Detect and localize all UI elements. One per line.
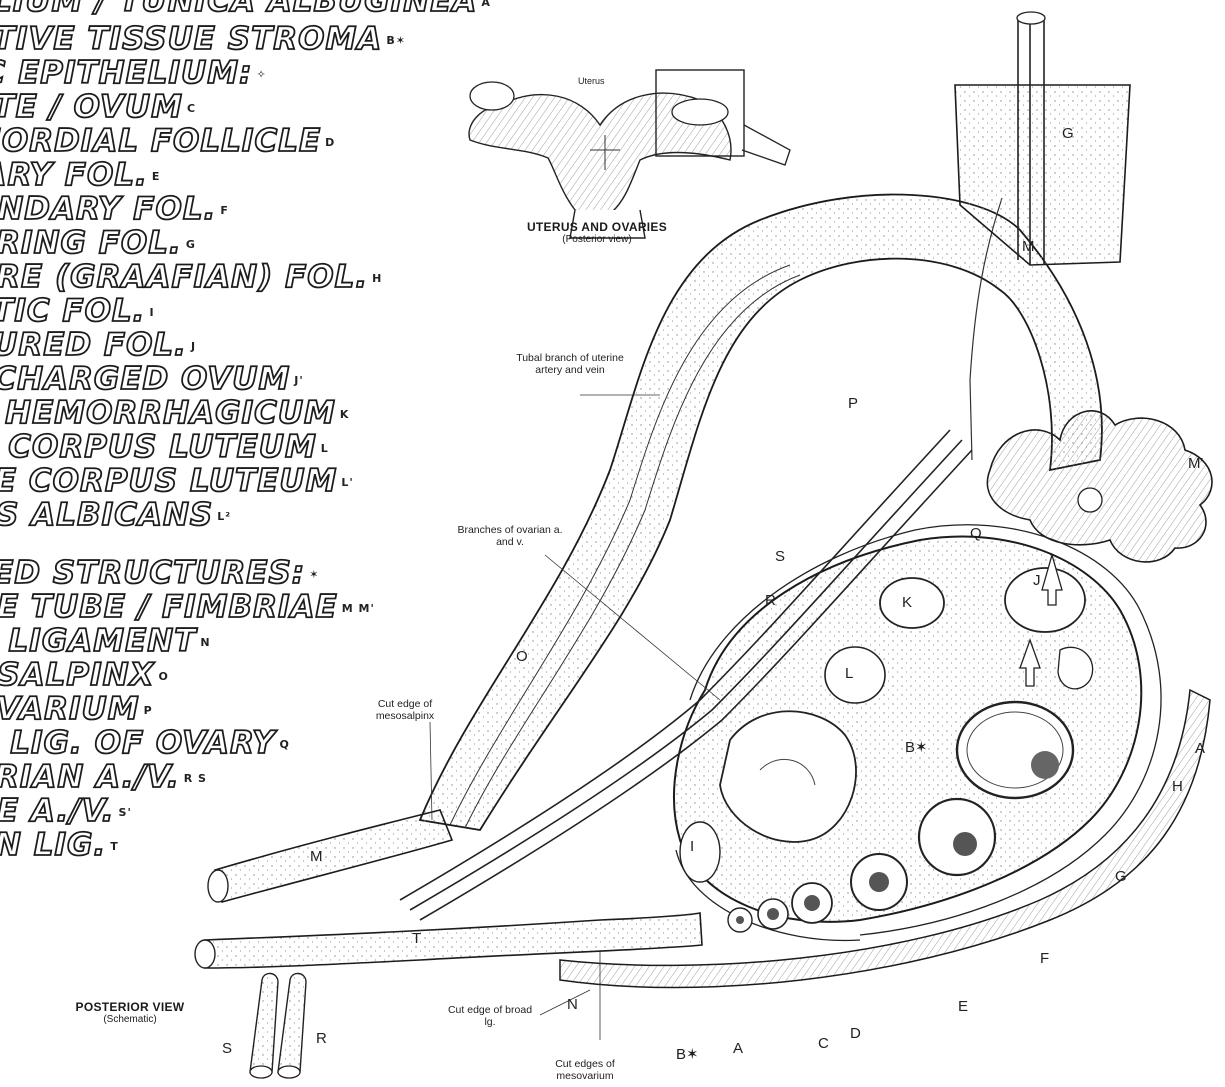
graafian-follicle bbox=[957, 702, 1073, 798]
tubal-branch-note: Tubal branch of uterine artery and vein bbox=[515, 352, 625, 376]
ovarian-ligament-cord bbox=[195, 913, 702, 968]
vessel-stumps bbox=[250, 973, 306, 1078]
label-S2: S bbox=[222, 1040, 232, 1057]
ovarian-branches-note: Branches of ovarian a. and v. bbox=[455, 524, 565, 548]
inset-uterus-label: Uterus bbox=[578, 76, 605, 86]
label-N: N bbox=[567, 996, 578, 1013]
label-C: C bbox=[818, 1035, 829, 1052]
label-K: K bbox=[902, 594, 912, 611]
label-G2: G bbox=[1115, 868, 1127, 885]
label-Q: Q bbox=[970, 525, 982, 542]
label-P: P bbox=[848, 395, 858, 412]
label-H: H bbox=[1172, 778, 1183, 795]
label-G: G bbox=[1062, 125, 1074, 142]
label-R2: R bbox=[316, 1030, 327, 1047]
label-E: E bbox=[958, 998, 968, 1015]
follicle bbox=[851, 854, 907, 910]
label-A: A bbox=[1195, 740, 1205, 757]
label-L: L bbox=[845, 665, 853, 682]
label-D: D bbox=[850, 1025, 861, 1042]
follicle bbox=[758, 899, 788, 929]
follicle bbox=[792, 883, 832, 923]
label-J: J bbox=[1033, 572, 1041, 589]
label-T: T bbox=[412, 930, 421, 947]
inset-subtitle: (Posterior view) bbox=[492, 234, 702, 245]
label-I: I bbox=[690, 838, 694, 855]
label-M2: M' bbox=[1188, 455, 1203, 472]
label-F: F bbox=[1040, 950, 1049, 967]
label-B: B✶ bbox=[905, 738, 928, 756]
label-O: O bbox=[516, 648, 528, 665]
mesovarium-edges-note: Cut edges of mesovarium bbox=[535, 1058, 635, 1082]
inset-caption: UTERUS AND OVARIES (Posterior view) bbox=[492, 220, 702, 245]
mesosalpinx-edge-note: Cut edge of mesosalpinx bbox=[350, 698, 460, 722]
label-M: M bbox=[1022, 238, 1035, 255]
label-R: R bbox=[765, 592, 776, 609]
follicle bbox=[919, 799, 995, 875]
broad-lig-edge-note: Cut edge of broad lg. bbox=[445, 1004, 535, 1028]
corpus-luteum-small bbox=[825, 647, 885, 703]
uterine-tube-lower bbox=[208, 810, 452, 902]
inset-uterus-ovaries bbox=[469, 70, 790, 238]
atretic-follicle bbox=[680, 822, 720, 882]
label-S: S bbox=[775, 548, 785, 565]
label-B2: B✶ bbox=[676, 1045, 699, 1063]
fimbriae bbox=[987, 411, 1212, 562]
label-M3: M bbox=[310, 848, 323, 865]
main-view-title: POSTERIOR VIEW bbox=[40, 1000, 220, 1014]
inset-title: UTERUS AND OVARIES bbox=[492, 220, 702, 234]
follicle bbox=[728, 908, 752, 932]
label-A2: A bbox=[733, 1040, 743, 1057]
main-view-subtitle: (Schematic) bbox=[40, 1014, 220, 1025]
main-view-caption: POSTERIOR VIEW (Schematic) bbox=[40, 1000, 220, 1025]
